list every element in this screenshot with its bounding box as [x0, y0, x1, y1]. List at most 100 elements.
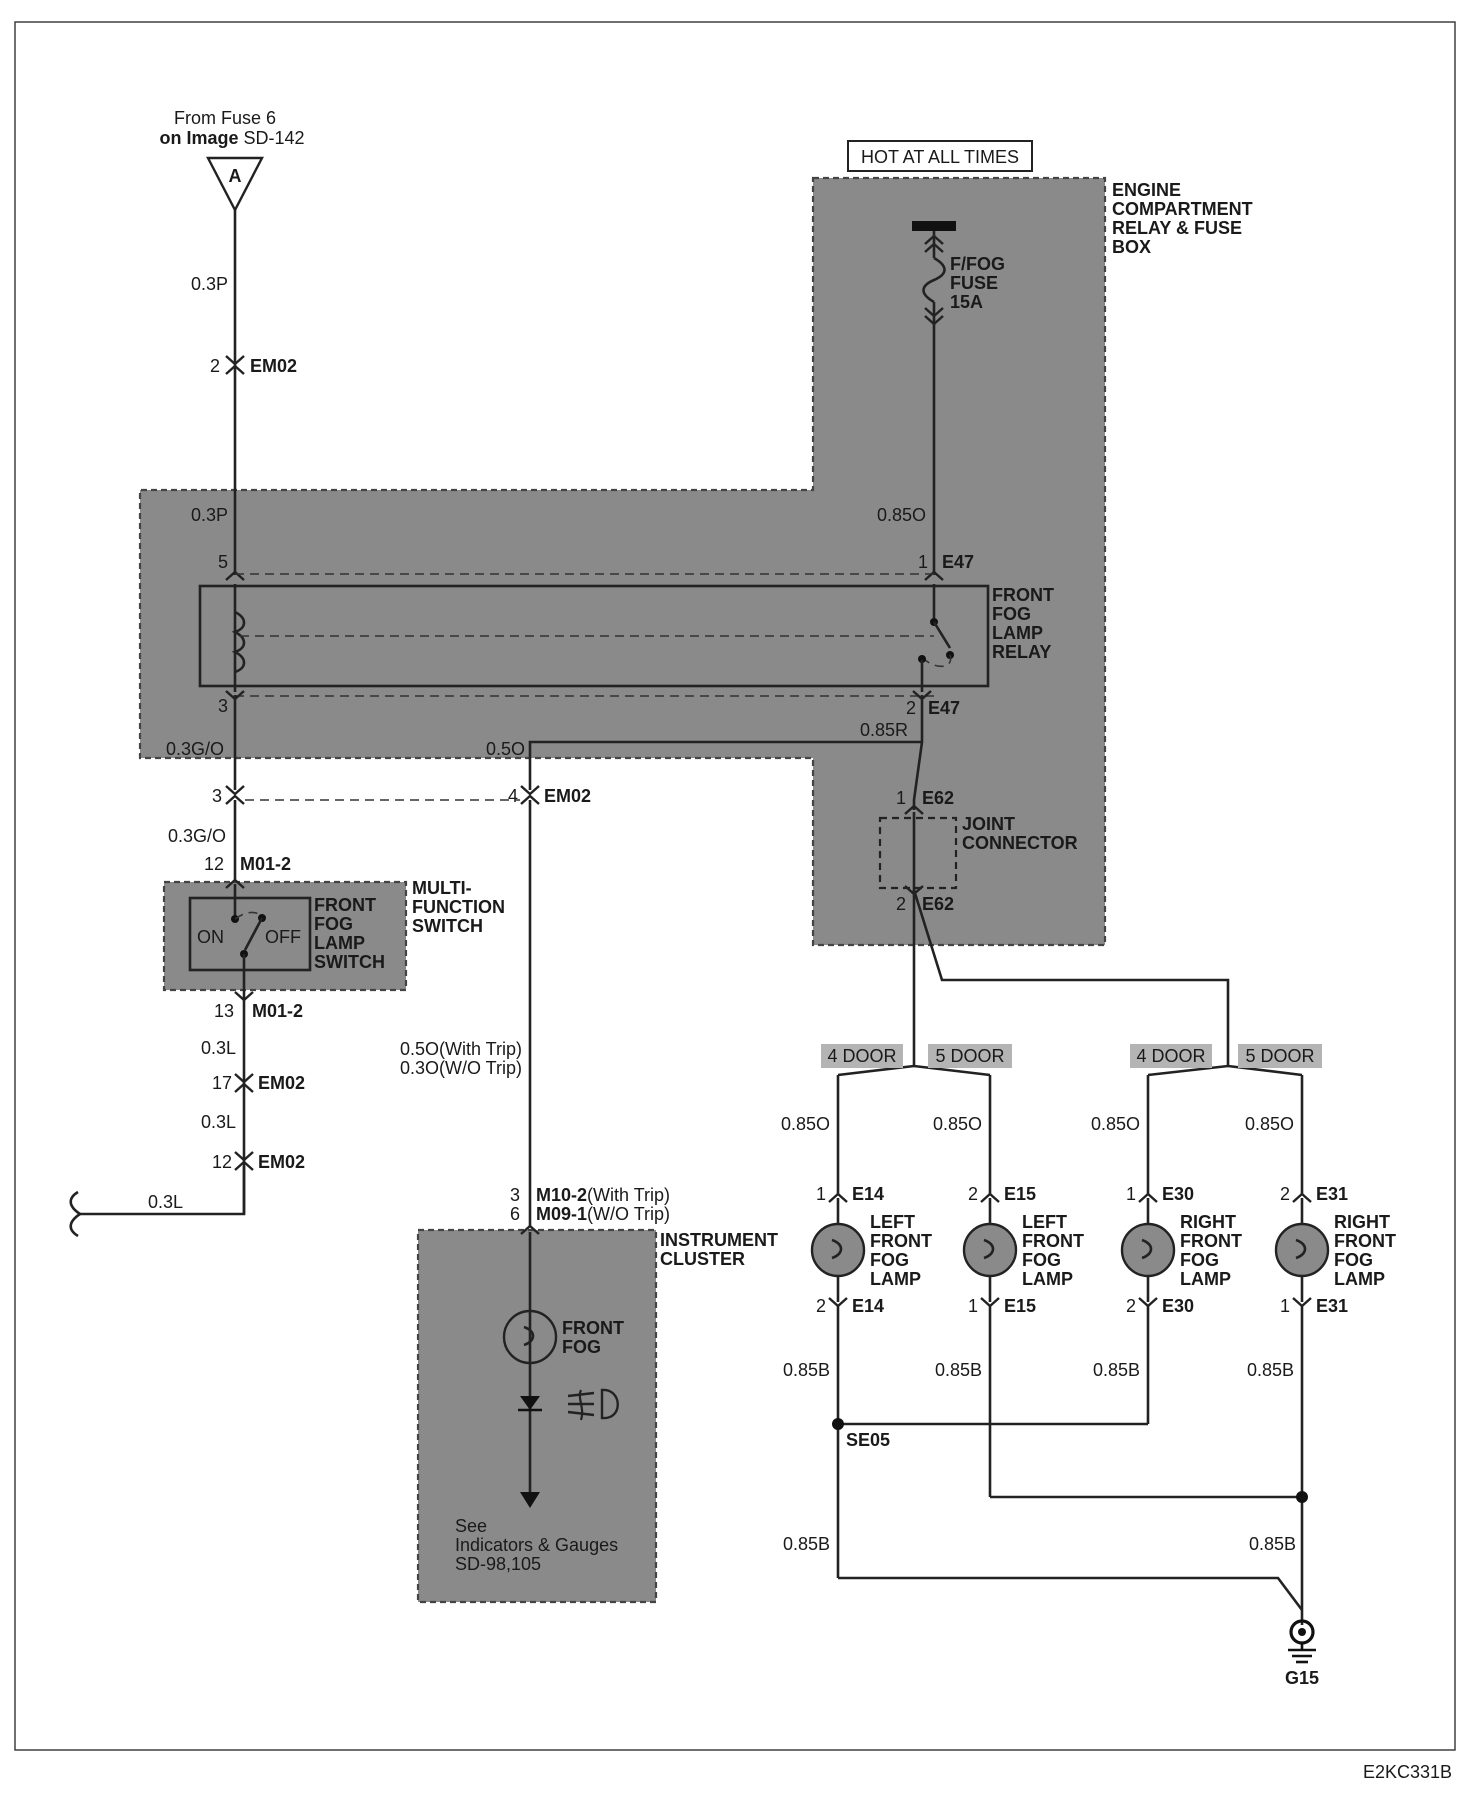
svg-text:E14: E14	[852, 1184, 884, 1204]
svg-text:CONNECTOR: CONNECTOR	[962, 833, 1078, 853]
svg-text:SWITCH: SWITCH	[412, 916, 483, 936]
svg-text:M01-2: M01-2	[240, 854, 291, 874]
svg-text:EM02: EM02	[258, 1152, 305, 1172]
svg-text:E31: E31	[1316, 1184, 1348, 1204]
svg-text:4: 4	[508, 786, 518, 806]
svg-text:E31: E31	[1316, 1296, 1348, 1316]
wire-0-3go: 0.3G/O 3 0.3G/O 12 M01-2	[166, 695, 520, 890]
svg-text:1: 1	[918, 552, 928, 572]
svg-text:6: 6	[510, 1204, 520, 1224]
svg-text:ON: ON	[197, 927, 224, 947]
svg-text:2: 2	[1126, 1296, 1136, 1316]
right-fog-lamp-e31: 2 E31 RIGHT FRONT FOG LAMP 1 E31	[1274, 1184, 1396, 1316]
svg-text:E62: E62	[922, 788, 954, 808]
wire-0-3l: 13 M01-2 0.3L 17 EM02 0.3L 12 EM02 0.3L	[69, 1000, 305, 1238]
svg-text:Indicators & Gauges: Indicators & Gauges	[455, 1535, 618, 1555]
svg-text:FRONT: FRONT	[1180, 1231, 1242, 1251]
source-connector-a: From Fuse 6 on Image SD-142 A	[159, 108, 305, 213]
svg-text:FRONT: FRONT	[1022, 1231, 1084, 1251]
relay-pin-3: 3	[218, 696, 228, 716]
m10-label: M10-2(With Trip)	[536, 1185, 670, 1205]
svg-text:ENGINE: ENGINE	[1112, 180, 1181, 200]
svg-text:LEFT: LEFT	[870, 1212, 915, 1232]
svg-text:2: 2	[896, 894, 906, 914]
svg-text:FRONT: FRONT	[992, 585, 1054, 605]
svg-text:E15: E15	[1004, 1296, 1036, 1316]
svg-text:0.3G/O: 0.3G/O	[168, 826, 226, 846]
svg-text:0.3G/O: 0.3G/O	[166, 739, 224, 759]
svg-text:17: 17	[212, 1073, 232, 1093]
svg-text:FOG: FOG	[314, 914, 353, 934]
svg-text:2: 2	[210, 356, 220, 376]
svg-text:FOG: FOG	[992, 604, 1031, 624]
svg-text:2: 2	[968, 1184, 978, 1204]
svg-text:E15: E15	[1004, 1184, 1036, 1204]
multifunction-switch-zone	[162, 880, 408, 992]
svg-text:1: 1	[1280, 1296, 1290, 1316]
svg-text:E62: E62	[922, 894, 954, 914]
joint-connector: JOINT CONNECTOR 2 E62	[878, 812, 1078, 914]
svg-text:RELAY: RELAY	[992, 642, 1051, 662]
left-fog-lamp-e15: 2 E15 LEFT FRONT FOG LAMP 1 E15	[962, 1184, 1084, 1316]
svg-text:0.85O: 0.85O	[1245, 1114, 1294, 1134]
svg-text:5 DOOR: 5 DOOR	[935, 1046, 1004, 1066]
svg-text:4 DOOR: 4 DOOR	[1136, 1046, 1205, 1066]
svg-text:RIGHT: RIGHT	[1180, 1212, 1236, 1232]
svg-text:E30: E30	[1162, 1296, 1194, 1316]
svg-text:LEFT: LEFT	[1022, 1212, 1067, 1232]
svg-text:0.85O: 0.85O	[877, 505, 926, 525]
door-tag: 4 DOOR	[821, 1044, 903, 1068]
page-frame	[14, 21, 1456, 1751]
svg-text:1: 1	[896, 788, 906, 808]
svg-text:3: 3	[510, 1185, 520, 1205]
svg-text:0.3P: 0.3P	[191, 505, 228, 525]
svg-text:LAMP: LAMP	[1022, 1269, 1073, 1289]
wire-0-3p: 0.3P 2 EM02 0.3P 5	[191, 210, 297, 582]
svg-text:FUNCTION: FUNCTION	[412, 897, 505, 917]
source-line2: on Image SD-142	[159, 128, 304, 148]
right-fog-lamp-e30: 1 E30 RIGHT FRONT FOG LAMP 2 E30	[1120, 1184, 1242, 1316]
svg-text:2: 2	[816, 1296, 826, 1316]
svg-text:E14: E14	[852, 1296, 884, 1316]
engine-box-label: ENGINE COMPARTMENT RELAY & FUSE BOX	[1112, 180, 1253, 257]
svg-text:See: See	[455, 1516, 487, 1536]
svg-text:FRONT: FRONT	[562, 1318, 624, 1338]
engine-compartment-zone	[138, 176, 1107, 947]
hot-at-all-times-label: HOT AT ALL TIMES	[847, 140, 1033, 172]
svg-text:1: 1	[1126, 1184, 1136, 1204]
svg-text:1: 1	[816, 1184, 826, 1204]
front-fog-lamp-relay: FRONT FOG LAMP RELAY	[198, 573, 1054, 701]
svg-text:4 DOOR: 4 DOOR	[827, 1046, 896, 1066]
document-code: E2KC331B	[1363, 1762, 1452, 1782]
svg-text:FOG: FOG	[1022, 1250, 1061, 1270]
svg-text:LAMP: LAMP	[1334, 1269, 1385, 1289]
fog-indicator-icon	[567, 1388, 619, 1421]
svg-text:0.5O(With Trip): 0.5O(With Trip)	[400, 1039, 522, 1059]
svg-text:G15: G15	[1285, 1668, 1319, 1688]
svg-text:FOG: FOG	[870, 1250, 909, 1270]
door-tag: 4 DOOR	[1130, 1044, 1212, 1068]
svg-text:0.85B: 0.85B	[1247, 1360, 1294, 1380]
svg-text:1: 1	[968, 1296, 978, 1316]
door-distribution: 4 DOOR 5 DOOR 4 DOOR 5 DOOR 0.85O 0.85O …	[781, 889, 1322, 1194]
svg-text:2: 2	[1280, 1184, 1290, 1204]
svg-text:LAMP: LAMP	[1180, 1269, 1231, 1289]
svg-text:FRONT: FRONT	[870, 1231, 932, 1251]
svg-text:0.85O: 0.85O	[933, 1114, 982, 1134]
svg-text:FOG: FOG	[562, 1337, 601, 1357]
svg-text:E47: E47	[942, 552, 974, 572]
svg-text:EM02: EM02	[250, 356, 297, 376]
svg-text:0.85B: 0.85B	[935, 1360, 982, 1380]
svg-text:0.85B: 0.85B	[783, 1534, 830, 1554]
svg-text:M01-2: M01-2	[252, 1001, 303, 1021]
svg-text:FUSE: FUSE	[950, 273, 998, 293]
wire-0-5o: 0.5O 4 EM02 0.5O(With Trip) 0.3O(W/O Tri…	[400, 739, 922, 1236]
svg-text:MULTI-: MULTI-	[412, 878, 472, 898]
svg-text:0.3O(W/O Trip): 0.3O(W/O Trip)	[400, 1058, 522, 1078]
left-fog-lamp-e14: 1 E14 LEFT FRONT FOG LAMP 2 E14	[810, 1184, 932, 1316]
svg-text:FRONT: FRONT	[1334, 1231, 1396, 1251]
svg-text:12: 12	[204, 854, 224, 874]
relay-pin-2: 2	[906, 698, 916, 718]
svg-text:5: 5	[218, 552, 228, 572]
